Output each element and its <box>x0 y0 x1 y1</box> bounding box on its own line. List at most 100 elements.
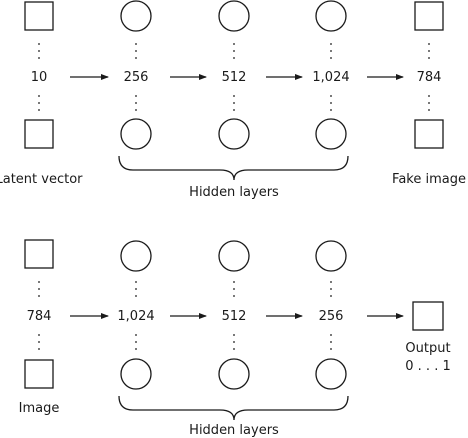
neuron-node-top <box>315 0 347 32</box>
ellipsis-dot <box>233 57 235 59</box>
ellipsis-dot <box>428 102 430 104</box>
neuron-node-bottom <box>120 118 152 150</box>
ellipsis-dot <box>330 102 332 104</box>
hidden-layers-brace <box>118 395 349 421</box>
ellipsis-dot <box>330 295 332 297</box>
ellipsis-dot <box>428 43 430 45</box>
ellipsis-dot <box>38 102 40 104</box>
neuron-node-bottom <box>218 358 250 390</box>
ellipsis-dot <box>330 341 332 343</box>
neuron-node-top <box>218 0 250 32</box>
ellipsis-dot <box>233 334 235 336</box>
ellipsis-dot <box>428 109 430 111</box>
ellipsis-dot <box>38 341 40 343</box>
ellipsis-dot <box>233 50 235 52</box>
output-caption: Output <box>405 341 450 356</box>
layer-size-label: 1,024 <box>117 309 154 324</box>
ellipsis-dot <box>38 334 40 336</box>
ellipsis-dot <box>38 95 40 97</box>
generator-network: 10 Latent vector 256 512 <box>0 0 466 200</box>
neuron-node-bottom <box>315 358 347 390</box>
neuron-node-top <box>120 0 152 32</box>
input-node-top <box>24 1 54 31</box>
output-node-top <box>414 1 444 31</box>
ellipsis-dot <box>233 43 235 45</box>
layer-size-label: 1,024 <box>312 70 349 85</box>
generator-hidden-layer-1: 256 <box>120 0 152 150</box>
ellipsis-dot <box>330 43 332 45</box>
generator-hidden-layer-3: 1,024 <box>312 0 350 150</box>
input-node-bottom <box>24 359 54 389</box>
hidden-layers-caption: Hidden layers <box>189 185 279 200</box>
discriminator-network: 784 Image 1,024 512 <box>19 239 451 438</box>
layer-size-label: 10 <box>31 70 48 85</box>
layer-caption: Fake image <box>392 172 466 187</box>
ellipsis-dot <box>38 43 40 45</box>
ellipsis-dot <box>135 334 137 336</box>
neuron-node-bottom <box>218 118 250 150</box>
layer-size-label: 256 <box>124 70 149 85</box>
output-node <box>412 301 444 331</box>
ellipsis-dot <box>330 288 332 290</box>
ellipsis-dot <box>233 109 235 111</box>
ellipsis-dot <box>38 109 40 111</box>
hidden-layers-brace <box>118 155 349 181</box>
generator-output-layer: 784 Fake image <box>392 1 466 187</box>
ellipsis-dot <box>135 295 137 297</box>
output-node-bottom <box>414 119 444 149</box>
neuron-node-bottom <box>315 118 347 150</box>
layer-caption: Image <box>19 401 60 416</box>
ellipsis-dot <box>135 95 137 97</box>
ellipsis-dot <box>330 50 332 52</box>
layer-size-label: 512 <box>222 70 247 85</box>
ellipsis-dot <box>233 295 235 297</box>
ellipsis-dot <box>428 57 430 59</box>
ellipsis-dot <box>135 102 137 104</box>
ellipsis-dot <box>330 281 332 283</box>
ellipsis-dot <box>38 281 40 283</box>
ellipsis-dot <box>233 288 235 290</box>
ellipsis-dot <box>135 341 137 343</box>
ellipsis-dot <box>135 288 137 290</box>
generator-input-layer: 10 Latent vector <box>0 1 83 187</box>
ellipsis-dot <box>428 50 430 52</box>
neuron-node-bottom <box>120 358 152 390</box>
layer-size-label: 784 <box>417 70 442 85</box>
ellipsis-dot <box>38 348 40 350</box>
ellipsis-dot <box>135 50 137 52</box>
discriminator-hidden-layer-1: 1,024 <box>117 240 155 390</box>
ellipsis-dot <box>38 50 40 52</box>
hidden-layers-caption: Hidden layers <box>189 423 279 438</box>
layer-size-label: 512 <box>222 309 247 324</box>
discriminator-input-layer: 784 Image <box>19 239 60 416</box>
ellipsis-dot <box>330 95 332 97</box>
ellipsis-dot <box>38 57 40 59</box>
neuron-node-top <box>120 240 152 272</box>
neuron-node-top <box>315 240 347 272</box>
output-range-label: 0 . . . 1 <box>405 359 450 374</box>
ellipsis-dot <box>38 288 40 290</box>
ellipsis-dot <box>233 281 235 283</box>
layer-size-label: 784 <box>27 309 52 324</box>
ellipsis-dot <box>428 95 430 97</box>
neuron-node-top <box>218 240 250 272</box>
discriminator-output-layer: Output 0 . . . 1 <box>405 301 451 374</box>
ellipsis-dot <box>38 295 40 297</box>
ellipsis-dot <box>135 43 137 45</box>
input-node-bottom <box>24 119 54 149</box>
discriminator-hidden-layer-2: 512 <box>218 240 250 390</box>
generator-hidden-layer-2: 512 <box>218 0 250 150</box>
ellipsis-dot <box>135 57 137 59</box>
input-node-top <box>24 239 54 269</box>
ellipsis-dot <box>330 348 332 350</box>
ellipsis-dot <box>330 109 332 111</box>
layer-size-label: 256 <box>319 309 344 324</box>
layer-caption: Latent vector <box>0 172 83 187</box>
ellipsis-dot <box>135 348 137 350</box>
ellipsis-dot <box>330 57 332 59</box>
ellipsis-dot <box>330 334 332 336</box>
ellipsis-dot <box>135 281 137 283</box>
ellipsis-dot <box>135 109 137 111</box>
ellipsis-dot <box>233 102 235 104</box>
